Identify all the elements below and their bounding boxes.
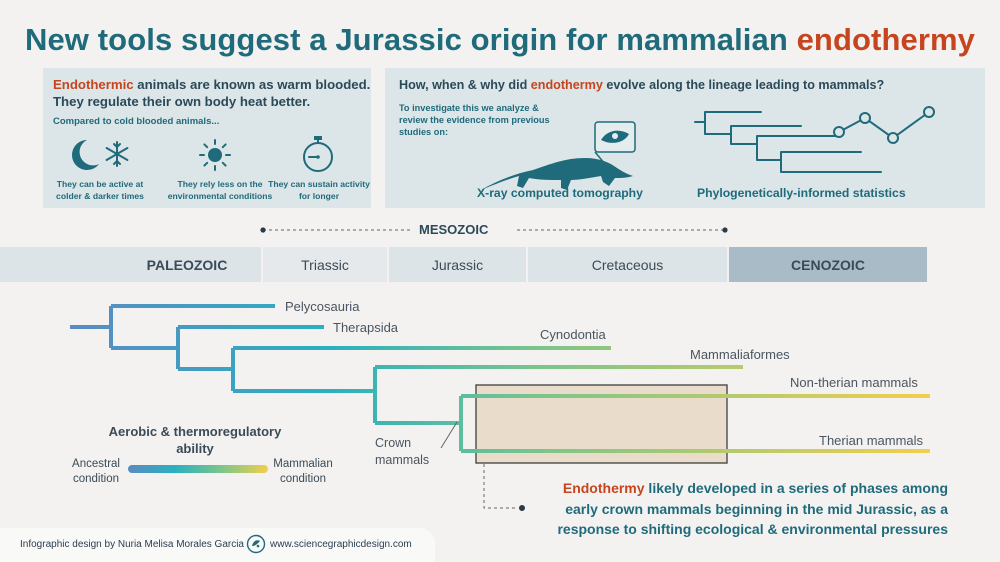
website-link[interactable]: www.sciencegraphicdesign.com	[270, 539, 412, 550]
legend-gradient-bar	[128, 465, 268, 473]
definition-text: animals are known as warm blooded. They …	[53, 77, 371, 109]
clade-cynodontia: Cynodontia	[540, 327, 606, 342]
clade-therapsida: Therapsida	[333, 320, 399, 335]
title-highlight: endothermy	[796, 22, 976, 57]
endothermy-definition-panel: Endothermic animals are known as warm bl…	[43, 68, 371, 208]
method-ct-label: X-ray computed tomography	[477, 186, 643, 200]
era-cretaceous: Cretaceous	[528, 247, 727, 282]
caption-active-cold: They can be active at colder & darker ti…	[56, 179, 144, 201]
crown-mammals-label: Crown mammals	[375, 435, 429, 469]
conclusion-text: Endothermy likely developed in a series …	[528, 478, 948, 540]
title-text: New tools suggest a Jurassic origin for …	[24, 22, 797, 57]
research-intro: To investigate this we analyze & review …	[399, 103, 550, 137]
animal-ct-scan-icon	[481, 121, 636, 190]
clade-non-therian: Non-therian mammals	[790, 375, 918, 390]
method-stats-label: Phylogenetically-informed statistics	[697, 186, 906, 200]
mesozoic-span-line	[260, 227, 728, 233]
crown-label-line2: mammals	[375, 453, 430, 467]
conclusion-body: likely developed in a series of phases a…	[557, 480, 948, 537]
question-highlight: endothermy	[530, 78, 603, 92]
moon-snowflake-icon	[72, 140, 129, 170]
page-title: New tools suggest a Jurassic origin for …	[0, 22, 1000, 58]
legend-title: Aerobic & thermoregulatory ability	[108, 424, 282, 456]
era-jurassic: Jurassic	[389, 247, 526, 282]
definition-highlight: Endothermic	[53, 77, 134, 92]
conclusion-highlight: Endothermy	[562, 480, 645, 496]
legend-ancestral: Ancestral condition	[66, 457, 126, 487]
crown-pointer-line	[440, 421, 458, 449]
crown-label-line1: Crown	[375, 436, 412, 450]
legend-mammalian-line1: Mammalian	[273, 458, 333, 470]
legend-ancestral-line2: condition	[72, 473, 120, 485]
clade-mammaliaformes: Mammaliaformes	[690, 347, 790, 362]
question-text-pre: How, when & why did	[399, 78, 531, 92]
clade-therian: Therian mammals	[819, 433, 924, 448]
science-graphic-design-logo-icon	[246, 534, 266, 554]
era-cenozoic: CENOZOIC	[729, 247, 927, 282]
stopwatch-icon	[303, 136, 333, 172]
conclusion-connector-dot	[519, 505, 525, 511]
research-question: How, when & why did endothermy evolve al…	[399, 78, 884, 92]
legend-mammalian: Mammalian condition	[268, 457, 338, 487]
clade-pelycosauria: Pelycosauria	[285, 299, 360, 314]
design-credit: Infographic design by Nuria Melisa Moral…	[20, 539, 244, 550]
legend-ancestral-line1: Ancestral	[72, 458, 120, 470]
phylogeny-chart-icon	[694, 106, 935, 173]
sun-icon	[199, 139, 231, 171]
conclusion-connector	[483, 464, 518, 509]
definition-heading: Endothermic animals are known as warm bl…	[53, 76, 371, 110]
comparison-subheading: Compared to cold blooded animals...	[53, 116, 220, 127]
era-triassic: Triassic	[263, 247, 387, 282]
legend-mammalian-line2: condition	[279, 473, 327, 485]
research-methods-panel: How, when & why did endothermy evolve al…	[385, 68, 985, 208]
era-paleozoic: PALEOZOIC	[0, 247, 261, 282]
caption-environment: They rely less on the environmental cond…	[167, 179, 273, 201]
footer: Infographic design by Nuria Melisa Moral…	[0, 528, 435, 562]
mesozoic-label: MESOZOIC	[419, 222, 489, 237]
caption-sustain-activity: They can sustain activity for longer	[268, 179, 370, 201]
question-text-post: evolve along the lineage leading to mamm…	[602, 78, 885, 92]
